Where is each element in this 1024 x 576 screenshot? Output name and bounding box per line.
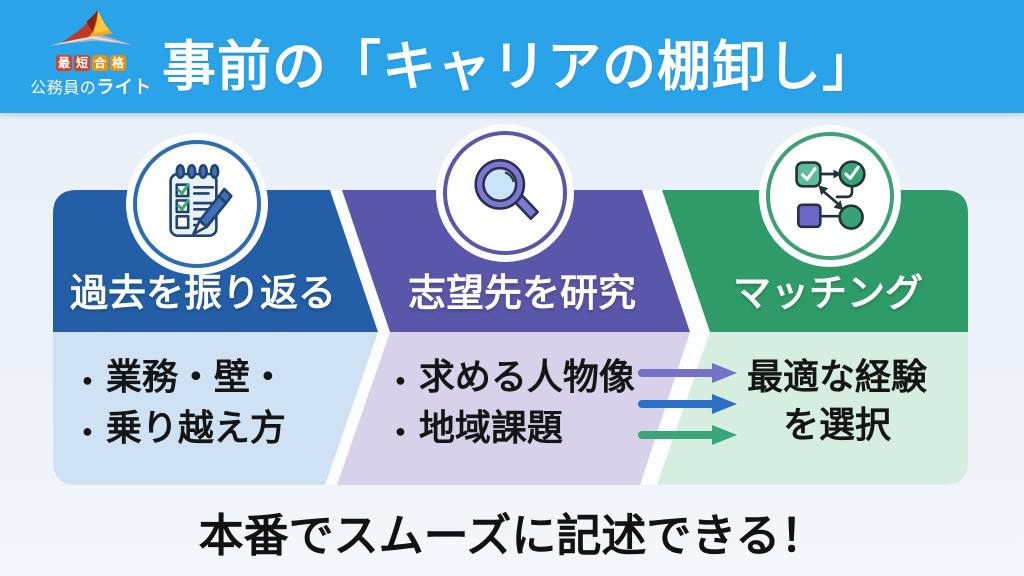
flow-arrow-bottom: [638, 425, 737, 445]
step-2-header-shape: [342, 190, 690, 332]
brand-logo: 最 短 合 格 公務員のライト: [26, 4, 156, 99]
badge-char: 格: [110, 55, 126, 71]
step-3-icon-circle: [766, 132, 894, 260]
brand-name-bold: ライト: [96, 77, 152, 97]
brand-name: 公務員のライト: [26, 73, 156, 99]
step-3-title: マッチング: [732, 273, 923, 315]
step-3-body-shape: [657, 332, 968, 485]
list-item: 求める人物像: [395, 353, 635, 404]
step-3-header-shape: [662, 190, 968, 332]
checklist-icon: [169, 163, 233, 237]
flow-arrow-top: [638, 363, 737, 383]
page-title: 事前の「キャリアの棚卸し」: [162, 37, 877, 97]
magnifier-icon: [474, 159, 539, 221]
badge-char: 合: [92, 55, 108, 71]
step-2-title: 志望先を研究: [407, 273, 636, 315]
badge-char: 最: [56, 55, 72, 71]
footer-message: 本番でスムーズに記述できる！: [198, 510, 826, 561]
list-item: 地域課題: [395, 404, 635, 455]
list-item: 業務・壁・: [82, 353, 286, 404]
top-header: 最 短 合 格 公務員のライト 事前の「キャリアの棚卸し」: [0, 0, 1024, 113]
step-2-list: 求める人物像 地域課題: [395, 353, 635, 455]
result-line: 最適な経験: [746, 356, 927, 397]
brand-badge: 最 短 合 格: [26, 55, 156, 71]
badge-char: 短: [74, 55, 90, 71]
brand-name-regular: 公務員の: [30, 80, 97, 97]
step-3-result: 最適な経験 を選択: [687, 353, 987, 449]
step-1-list: 業務・壁・ 乗り越え方: [82, 353, 286, 455]
flowchart-icon: [795, 160, 866, 230]
step-2-icon-circle: [443, 131, 567, 255]
flow-arrow-middle: [638, 394, 737, 414]
result-line: を選択: [782, 404, 891, 445]
step-1-icon-circle: [133, 140, 261, 268]
step-1-title: 過去を振り返る: [69, 273, 336, 315]
list-item: 乗り越え方: [82, 404, 286, 455]
paper-plane-icon: [49, 10, 133, 46]
mapping-arrows-icon: [638, 363, 737, 445]
